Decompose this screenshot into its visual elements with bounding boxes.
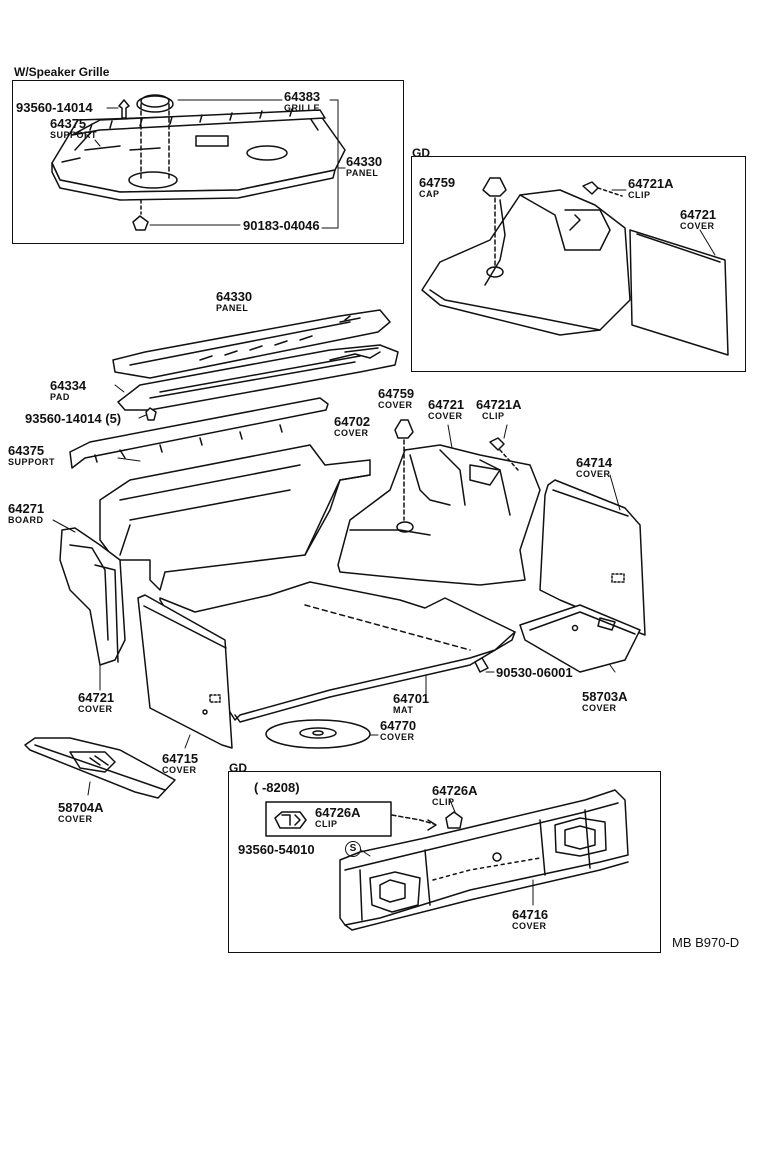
part-name-cover-64770: COVER	[380, 732, 415, 742]
part-label-64702: 64702	[334, 414, 371, 429]
part-label-64271: 64271	[8, 501, 45, 516]
part-label-64330-inset: 64330	[346, 154, 383, 169]
part-name-cover-64721-main: COVER	[428, 411, 463, 421]
part-name-mat: MAT	[393, 705, 414, 715]
part-name-cover-64702: COVER	[334, 428, 369, 438]
board-drawing	[52, 444, 371, 666]
part-name-clip-inset: CLIP	[315, 819, 338, 829]
part-label-64716: 64716	[512, 907, 549, 922]
part-name-board: BOARD	[8, 515, 44, 525]
date-range-label: ( -8208)	[254, 780, 300, 795]
part-name-cover-58703A: COVER	[582, 703, 617, 713]
standard-part-symbol: S	[345, 841, 361, 857]
cover-64770-drawing	[265, 719, 379, 749]
part-label-64721-main: 64721	[428, 397, 465, 412]
part-label-64715: 64715	[162, 751, 199, 766]
part-label-58704A: 58704A	[58, 800, 104, 815]
part-label-64701: 64701	[393, 691, 430, 706]
part-name-clip-64726A: CLIP	[432, 797, 455, 807]
gd-bottom-title: GD	[229, 761, 247, 775]
part-label-90183-04046: 90183-04046	[243, 218, 320, 233]
part-name-clip-gd: CLIP	[628, 190, 651, 200]
part-name-cover-gd: COVER	[680, 221, 715, 231]
part-label-64383: 64383	[284, 89, 321, 104]
part-name-support: SUPPORT	[50, 130, 98, 140]
part-label-64721A-gd: 64721A	[628, 176, 674, 191]
part-name-cover-64721-left: COVER	[78, 704, 113, 714]
part-label-64770: 64770	[380, 718, 417, 733]
part-name-grille: GRILLE	[284, 103, 320, 113]
mat-drawing	[159, 581, 516, 723]
part-name-cover-58704A: COVER	[58, 814, 93, 824]
part-name-cover-64714: COVER	[576, 469, 611, 479]
part-label-93560-14014: 93560-14014	[16, 100, 93, 115]
cover-58703A-drawing	[519, 604, 641, 673]
part-label-90530-06001: 90530-06001	[496, 665, 573, 680]
part-label-64759-main: 64759	[378, 386, 415, 401]
part-name-cover-64715: COVER	[162, 765, 197, 775]
part-label-58703A: 58703A	[582, 689, 628, 704]
speaker-grille-inset	[12, 80, 404, 244]
part-label-64375-main: 64375	[8, 443, 45, 458]
part-label-64759-cap: 64759	[419, 175, 456, 190]
gd-bottom-drawing	[265, 789, 629, 931]
part-name-clip-main: CLIP	[482, 411, 505, 421]
part-label-64330: 64330	[216, 289, 253, 304]
part-label-93560-54010: 93560-54010	[238, 842, 315, 857]
gd-side-cover-drawing	[421, 177, 729, 356]
part-name-cover-64759: COVER	[378, 400, 413, 410]
gd-top-inset	[411, 156, 746, 372]
part-name-panel: PANEL	[216, 303, 249, 313]
part-name-support-main: SUPPORT	[8, 457, 56, 467]
figure-code: MB B970-D	[672, 935, 740, 950]
part-label-64721-left: 64721	[78, 690, 115, 705]
part-label-64721A-main: 64721A	[476, 397, 522, 412]
cover-64715-drawing	[137, 594, 233, 749]
cover-58704A-drawing	[24, 737, 176, 799]
part-name-panel-inset: PANEL	[346, 168, 379, 178]
main-right-cover-drawing	[337, 419, 541, 586]
speaker-panel-drawing	[51, 94, 346, 231]
upper-panel-drawing	[69, 309, 399, 469]
part-label-64714: 64714	[576, 455, 613, 470]
part-name-pad: PAD	[50, 392, 70, 402]
part-label-93560-14014-5: 93560-14014 (5)	[25, 411, 122, 426]
part-label-64375: 64375	[50, 116, 87, 131]
part-name-cover-64716: COVER	[512, 921, 547, 931]
gd-bottom-inset	[228, 771, 661, 953]
part-label-64726A-inset: 64726A	[315, 805, 361, 820]
gd-top-title: GD	[412, 146, 430, 160]
speaker-grille-title: W/Speaker Grille	[14, 65, 110, 79]
part-name-cap: CAP	[419, 189, 440, 199]
part-label-64721-gd: 64721	[680, 207, 717, 222]
part-label-64726A: 64726A	[432, 783, 478, 798]
part-label-64334: 64334	[50, 378, 87, 393]
